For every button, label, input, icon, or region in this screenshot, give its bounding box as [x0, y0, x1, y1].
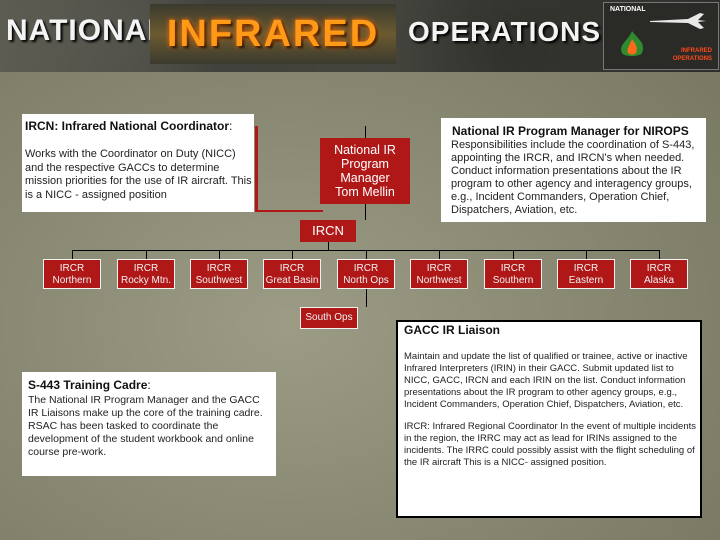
niro-description-box [441, 118, 706, 222]
connector-line [72, 250, 73, 259]
gacc-paragraph-2: IRCR: Infrared Regional Coordinator In t… [404, 421, 697, 468]
airplane-icon [650, 13, 706, 29]
connector-line [586, 250, 587, 259]
niro-box-title: National IR Program Manager for NIROPS [452, 124, 689, 138]
s443-box-title: S-443 Training Cadre: [28, 378, 151, 392]
ircr-node-region: Northern [52, 274, 92, 286]
gacc-paragraph-1: Maintain and update the list of qualifie… [404, 351, 688, 410]
ircr-node-label: IRCR [426, 262, 452, 274]
program-manager-node: National IR Program Manager Tom Mellin [320, 138, 410, 204]
connector-line [366, 289, 367, 307]
connector-line [219, 250, 220, 259]
logo-text-bottom-1: INFRARED [681, 48, 712, 54]
connector-line [255, 210, 323, 212]
connector-line [659, 250, 660, 259]
header-banner: NATIONAL INFRARED OPERATIONS NATIONAL IN… [0, 0, 720, 72]
pm-line2: Program [341, 157, 389, 171]
gacc-box-text: Maintain and update the list of qualifie… [404, 351, 700, 479]
ircr-node-label: IRCR [573, 262, 599, 274]
ircr-node-label: IRCR [279, 262, 305, 274]
pm-line3: Manager [340, 171, 390, 185]
ircr-node-label: IRCR [500, 262, 526, 274]
logo-text-bottom: INFRARED OPERATIONS [673, 47, 712, 63]
logo-text-top: NATIONAL [610, 6, 646, 13]
connector-line [328, 242, 329, 250]
ircr-node-region: Alaska [643, 274, 674, 286]
flame-icon [621, 31, 644, 56]
ircr-node-region: North Ops [343, 274, 389, 286]
ircn-node: IRCN [300, 220, 356, 242]
ircr-node-region: Southern [492, 274, 534, 286]
gacc-liaison-box [396, 320, 702, 518]
ircr-node-label: IRCR [206, 262, 232, 274]
banner-word-infrared: INFRARED [150, 4, 396, 64]
ircr-node-label: IRCR [646, 262, 672, 274]
s443-training-box [22, 372, 276, 476]
s443-box-title-bold: S-443 Training Cadre [28, 378, 148, 392]
ircr-node-region: Northwest [416, 274, 462, 286]
ircr-node-label: IRCR [353, 262, 379, 274]
connector-line [255, 126, 258, 212]
ircn-description-box [22, 114, 254, 212]
connector-line [146, 250, 147, 259]
banner-word-national: NATIONAL [6, 14, 167, 47]
logo-text-bottom-2: OPERATIONS [672, 56, 712, 62]
connector-line [292, 250, 293, 259]
s443-box-text: The National IR Program Manager and the … [28, 394, 263, 458]
ircn-box-text: Works with the Coordinator on Duty (NICC… [25, 148, 252, 201]
connector-line [439, 250, 440, 259]
ircr-node-label: IRCR [59, 262, 85, 274]
banner-word-operations: OPERATIONS [408, 16, 602, 47]
ircr-node-region: Rocky Mtn. [120, 274, 171, 286]
connector-line [366, 250, 367, 259]
connector-line [513, 250, 514, 259]
niro-box-text: Responsibilities include the coordinatio… [451, 139, 695, 216]
ircn-box-title-suffix: : [229, 119, 233, 133]
ircn-box-title: IRCN: Infrared National Coordinator: [25, 119, 232, 133]
ircr-node-region: Great Basin [265, 274, 319, 286]
ircn-box-title-bold: IRCN: Infrared National Coordinator [25, 119, 230, 133]
pm-line1: National IR [334, 143, 396, 157]
south-ops-node: South Ops [300, 307, 358, 329]
s443-box-title-suffix: : [147, 378, 151, 392]
ircr-node-label: IRCR [133, 262, 159, 274]
ircr-node-region: Southwest [195, 274, 243, 286]
gacc-box-title: GACC IR Liaison [404, 323, 501, 337]
pm-line4: Tom Mellin [335, 185, 395, 199]
ircr-node-region: Eastern [568, 274, 604, 286]
nio-logo: NATIONAL INFRARED OPERATIONS [603, 2, 719, 70]
